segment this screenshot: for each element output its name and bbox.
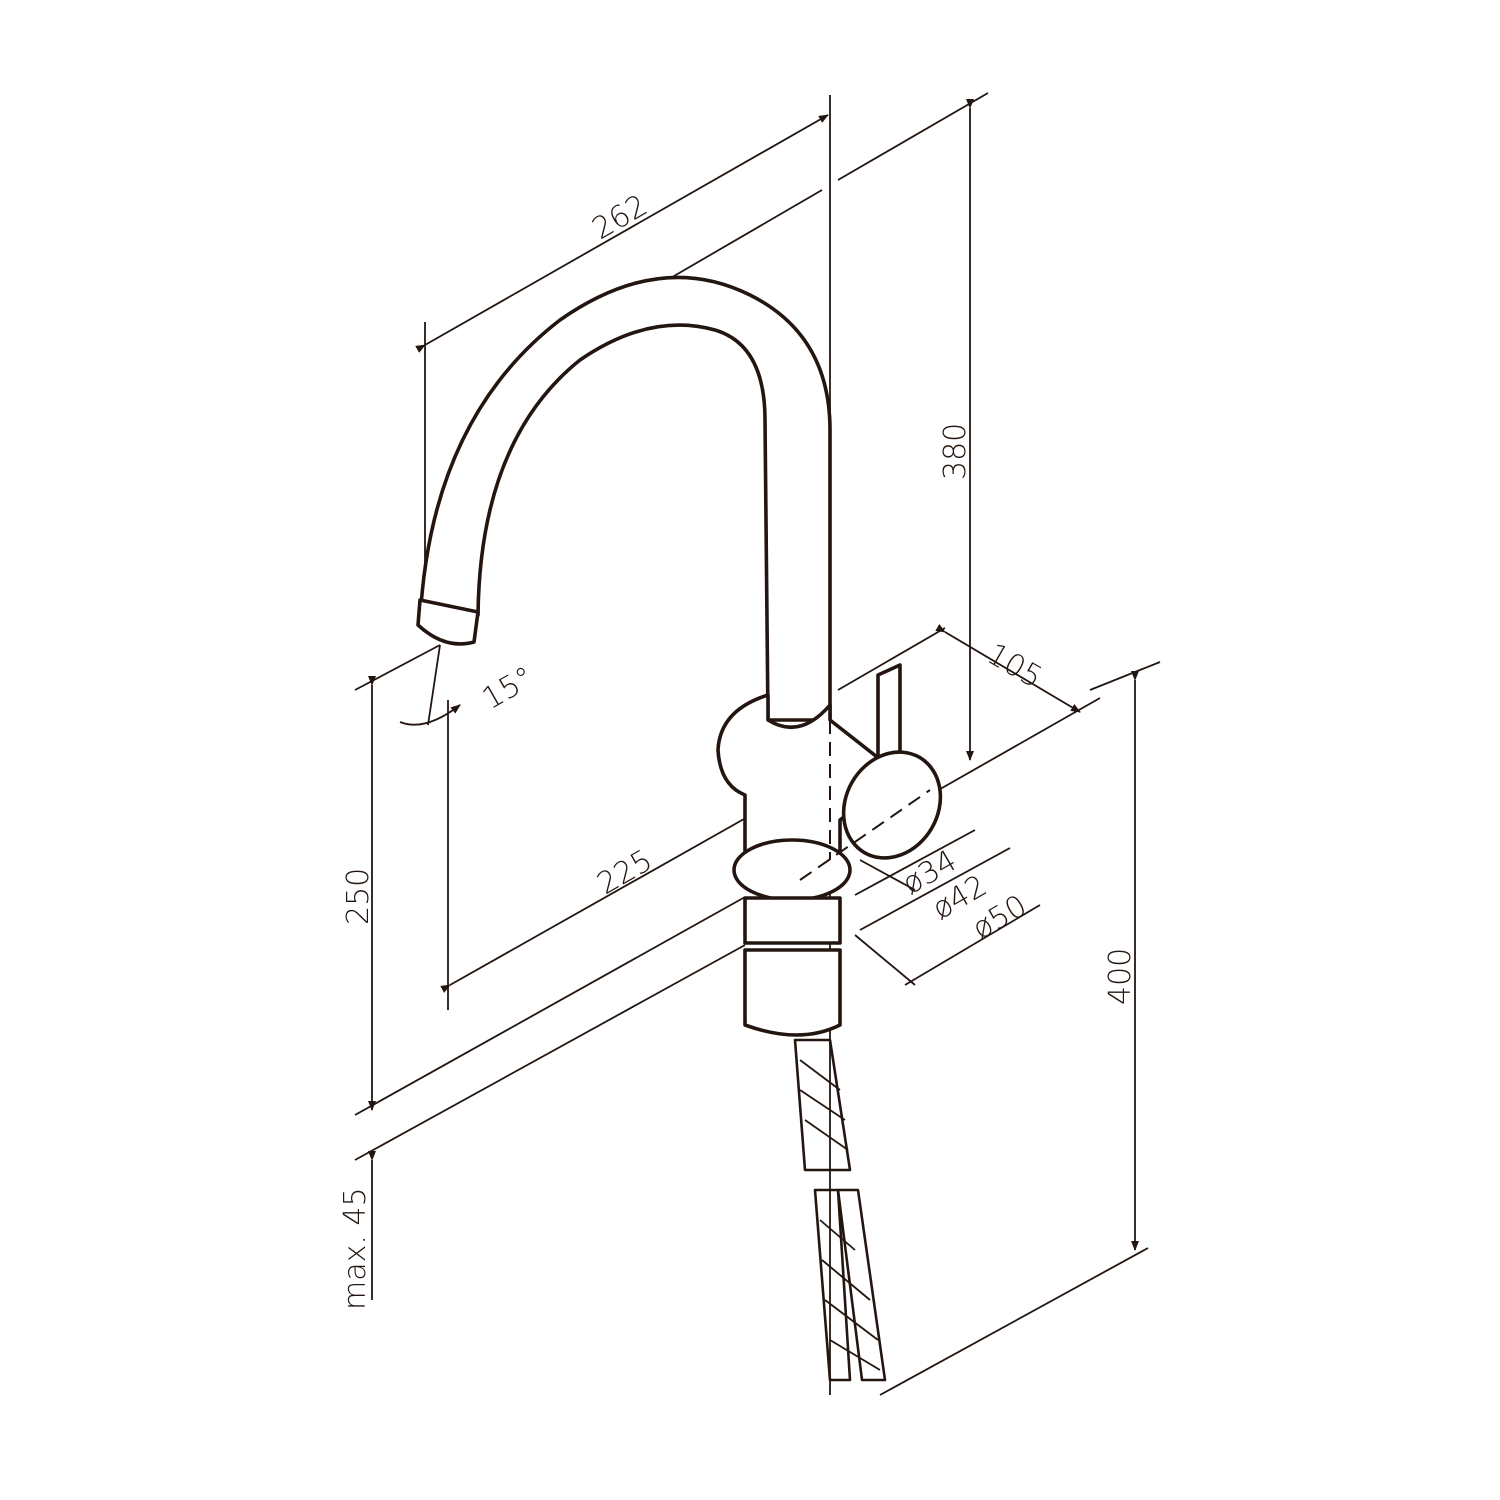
base-ring: [732, 838, 852, 902]
dim-262: 262: [587, 188, 654, 247]
dimension-lines: [368, 99, 1139, 1300]
body: [716, 693, 902, 862]
dim-250: 250: [341, 868, 376, 925]
spout-tip: [416, 598, 480, 646]
dim-380: 380: [938, 423, 973, 480]
dim-225: 225: [592, 843, 659, 902]
supply-hoses: [793, 1038, 887, 1382]
nut: [743, 948, 842, 1037]
faucet-body: [416, 275, 943, 1037]
thread: [743, 896, 842, 945]
handle-cap: [841, 750, 943, 860]
dim-max45: max. 45: [338, 1187, 373, 1310]
spout: [418, 275, 832, 722]
dim-15deg: 15°: [477, 660, 541, 717]
dim-400: 400: [1103, 948, 1138, 1005]
